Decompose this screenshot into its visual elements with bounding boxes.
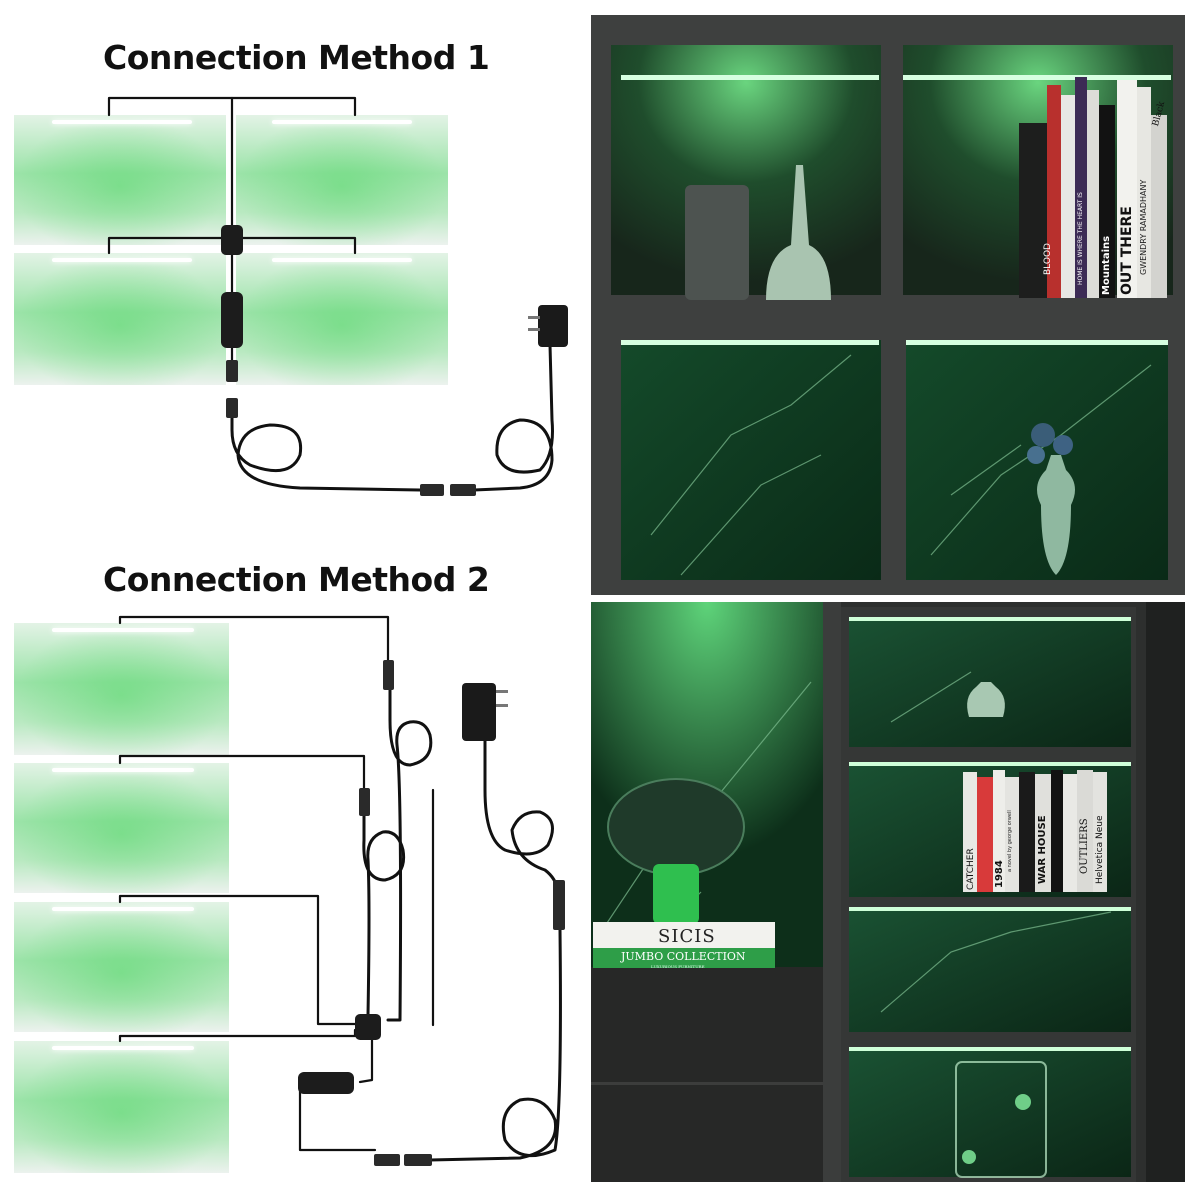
m2-extension-cable: [428, 928, 562, 1162]
led-bar: [52, 120, 192, 124]
spine-blood: BLOOD: [1043, 243, 1053, 275]
cabinet-photo-top: BLOOD HOME IS WHERE THE HEART IS Mountai…: [591, 15, 1185, 595]
m2-plug-3: [553, 880, 565, 930]
m1-extension-cable: [230, 403, 422, 492]
m1-panel-bottom-right: [236, 253, 448, 385]
m1-connector-male: [420, 484, 444, 496]
m1-inline-switch: [221, 292, 243, 348]
m2-adapter-cable: [483, 738, 560, 897]
cabinet-scene-top: [591, 15, 1185, 595]
led-bar: [52, 907, 194, 911]
led-bar: [52, 768, 194, 772]
led-bar: [52, 1046, 194, 1050]
connection-method-2-title: Connection Method 2: [103, 560, 490, 599]
m1-dc-plug-2: [226, 398, 238, 418]
m2-connector-b: [404, 1154, 432, 1166]
m2-wire-1: [118, 615, 390, 662]
m1-dc-plug: [226, 360, 238, 382]
m2-plug-1: [383, 660, 394, 690]
m2-wire-4: [118, 1028, 357, 1043]
m2-connector-a: [374, 1154, 400, 1166]
m2-switch-loop: [298, 1083, 377, 1152]
book-stack-top: [1019, 77, 1167, 298]
m1-panel-top-left: [14, 115, 226, 245]
m2-panel-2: [14, 763, 229, 893]
book-stack-bottom: [963, 770, 1107, 892]
cabinet-photo-bottom: SICIS JUMBO COLLECTION LUXURIOUS FURNITU…: [591, 602, 1185, 1182]
m1-adapter-cable: [472, 343, 554, 492]
m1-power-adapter-icon: [528, 305, 568, 347]
m1-panel-bottom-left: [14, 253, 226, 385]
m2-panel-4: [14, 1041, 229, 1173]
m2-inline-switch: [298, 1072, 354, 1094]
m2-panel-1: [14, 623, 229, 755]
connection-method-1-title: Connection Method 1: [103, 38, 490, 77]
spine-outliers: OUTLIERS: [1079, 818, 1090, 874]
m1-panel-top-right: [236, 115, 448, 245]
spine-mountains: Mountains: [1101, 235, 1112, 295]
m2-wire-3: [118, 894, 357, 1026]
box-subtitle-label: JUMBO COLLECTION: [621, 950, 746, 963]
box-brand-label: SICIS: [658, 926, 716, 947]
m2-panel-3: [14, 902, 229, 1032]
spine-catcher: CATCHER: [966, 848, 976, 890]
led-bar: [52, 258, 192, 262]
wiring-diagram: [107, 96, 568, 1166]
m2-splitter-hub: [355, 1014, 381, 1040]
led-bar: [272, 120, 412, 124]
m2-plug-2: [359, 788, 370, 816]
m1-splitter-hub: [221, 225, 243, 255]
m2-cable-coil-2: [362, 813, 406, 1017]
spine-war-house: WAR HOUSE: [1037, 815, 1048, 884]
box-tagline-label: LUXURIOUS FURNITURE: [651, 964, 705, 969]
led-bar: [52, 628, 194, 632]
spine-1984: 1984: [994, 860, 1005, 888]
led-bar: [272, 258, 412, 262]
m2-cable-coil-1: [386, 688, 433, 1022]
spine-orwell: a novel by george orwell: [1007, 810, 1013, 872]
spine-helvetica: Helvetica Neue: [1095, 815, 1105, 884]
m2-wire-2: [118, 754, 366, 792]
cabinet-scene-bottom: [591, 602, 1185, 1182]
m2-branch-to-switch: [358, 1033, 374, 1084]
spine-home: HOME IS WHERE THE HEART IS: [1077, 192, 1084, 285]
spine-gwendry: GWENDRY RAMADHANY: [1139, 179, 1148, 275]
m1-connector-female: [450, 484, 476, 496]
spine-out-there: OUT THERE: [1119, 206, 1135, 295]
m2-power-adapter-icon: [462, 683, 508, 741]
